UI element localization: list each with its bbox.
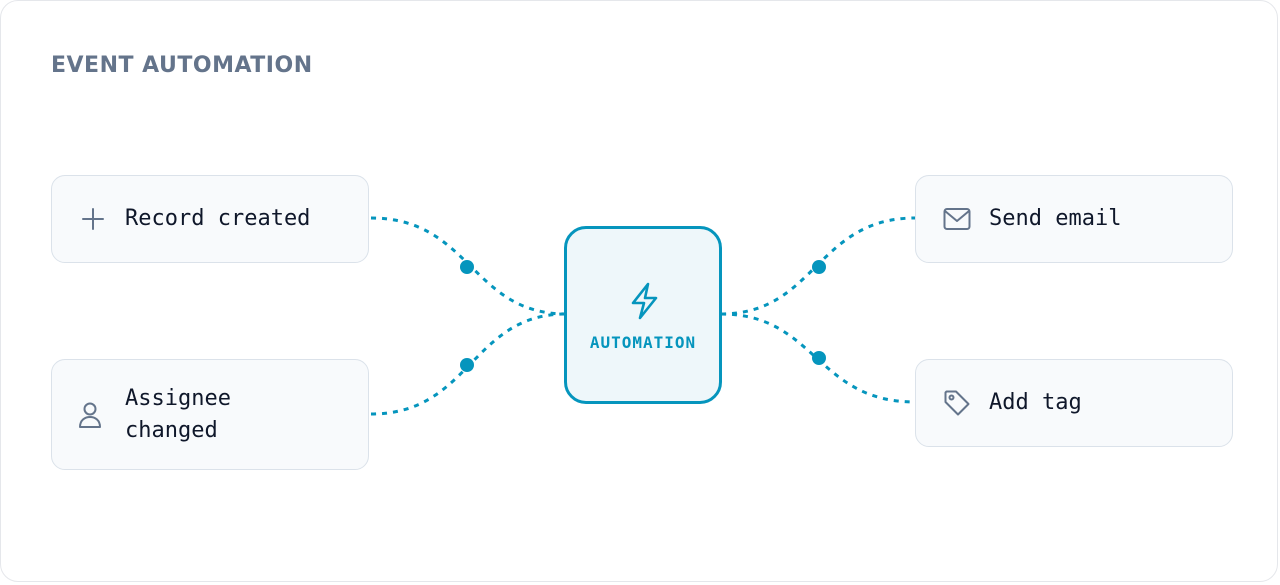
mail-icon	[943, 205, 971, 233]
connector-dot	[812, 260, 826, 274]
trigger-label: Assignee changed	[125, 386, 231, 443]
tag-icon	[943, 389, 971, 417]
connector-dot	[460, 358, 474, 372]
trigger-assignee-changed[interactable]: Assignee changed	[51, 359, 369, 470]
action-add-tag[interactable]: Add tag	[915, 359, 1233, 447]
action-send-email[interactable]: Send email	[915, 175, 1233, 263]
connector-assignee-changed	[370, 312, 567, 416]
connector-dot	[812, 351, 826, 365]
user-icon	[76, 401, 104, 429]
connector-dot	[460, 260, 474, 274]
lightning-bolt-icon	[627, 281, 663, 321]
action-label: Add tag	[989, 390, 1082, 415]
trigger-record-created[interactable]: Record created	[51, 175, 369, 263]
plus-icon	[79, 205, 107, 233]
automation-hub[interactable]: AUTOMATION	[564, 226, 722, 404]
trigger-label: Record created	[125, 206, 311, 231]
card-title: EVENT AUTOMATION	[51, 53, 313, 78]
hub-label: AUTOMATION	[589, 333, 697, 352]
action-label: Send email	[989, 206, 1122, 231]
